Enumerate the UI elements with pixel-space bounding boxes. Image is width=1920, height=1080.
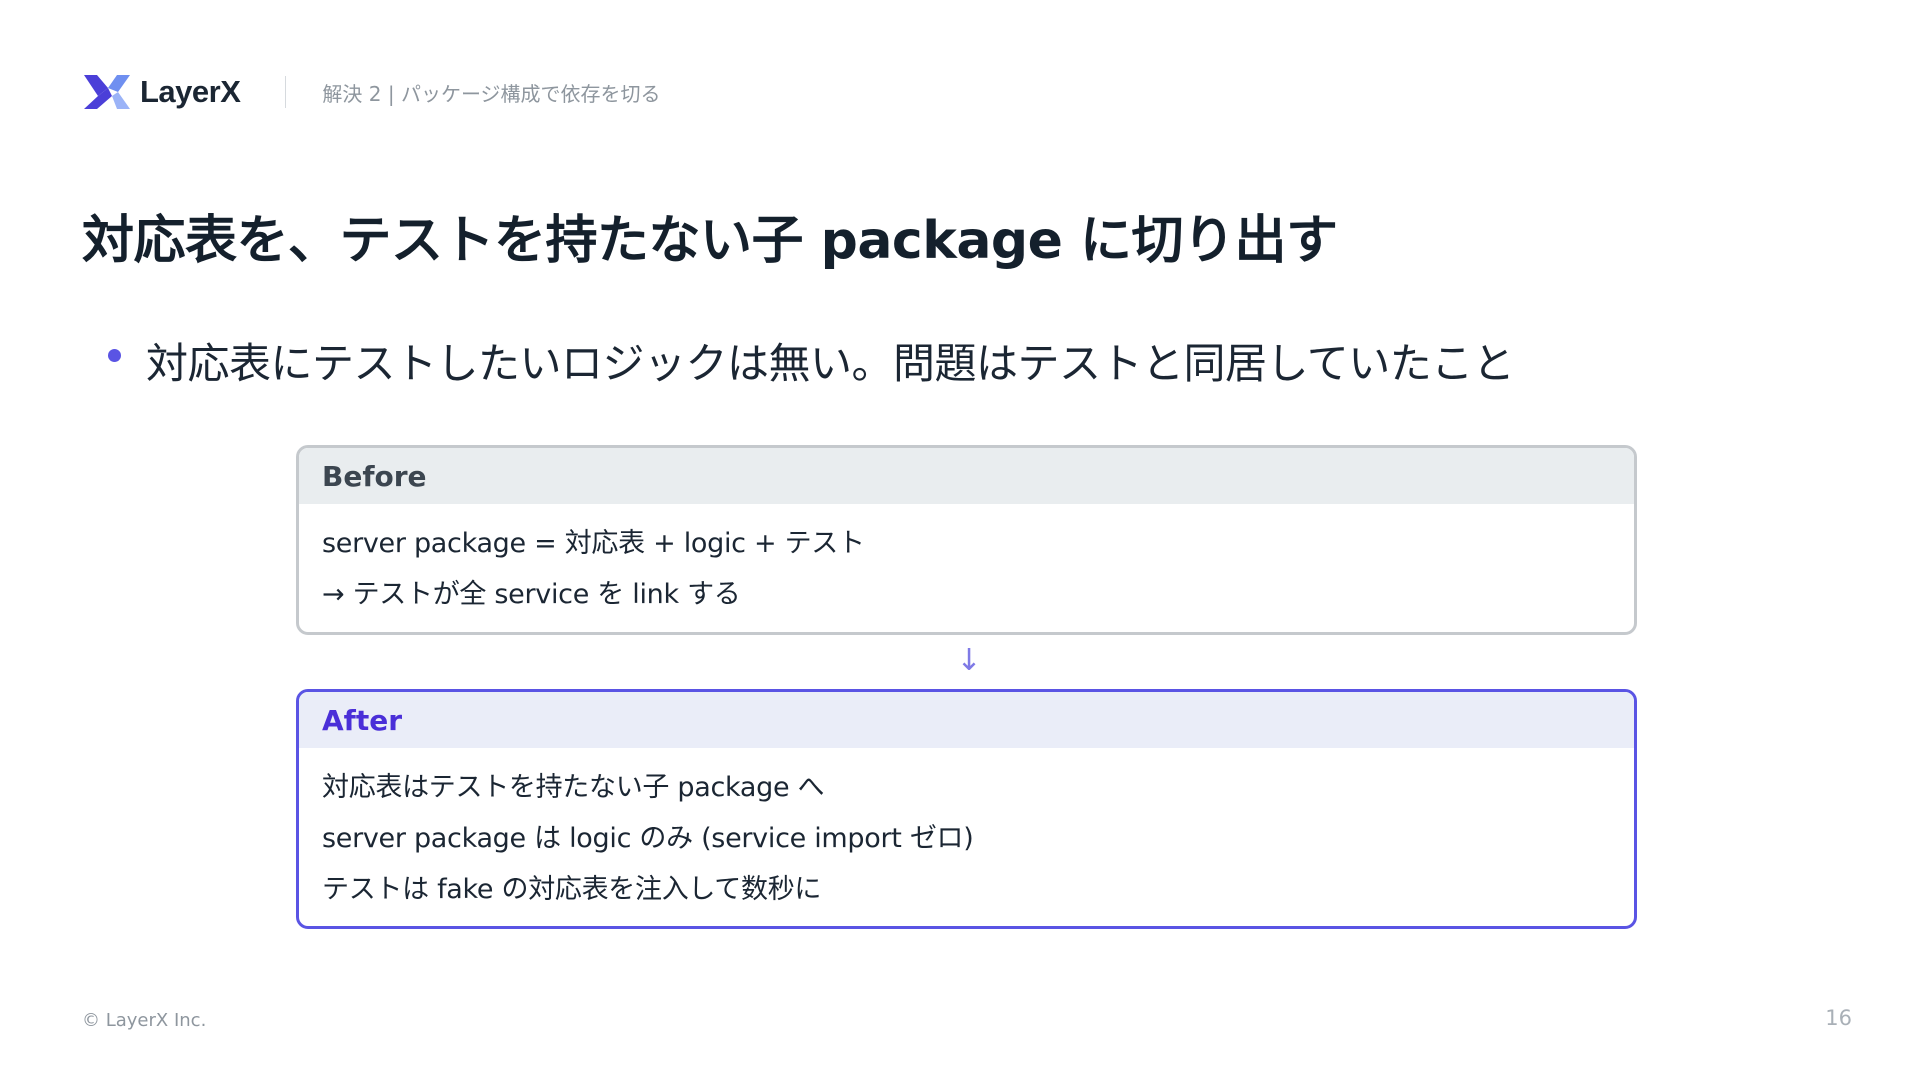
before-line: server package = 対応表 + logic + テスト (322, 528, 865, 559)
before-card-body: server package = 対応表 + logic + テスト → テスト… (299, 504, 1634, 620)
after-line: テストは fake の対応表を注入して数秒に (322, 874, 822, 905)
after-line: server package は logic のみ (service impor… (322, 823, 974, 854)
slide-title: 対応表を、テストを持たない子 package に切り出す (82, 211, 1338, 271)
down-arrow-icon: ↓ (956, 643, 982, 678)
logo-text: LayerX (140, 74, 241, 109)
after-card: After 対応表はテストを持たない子 package へ server pac… (296, 689, 1637, 929)
copyright: © LayerX Inc. (82, 1010, 207, 1031)
page-number: 16 (1825, 1006, 1852, 1030)
before-card-header: Before (299, 448, 1634, 504)
bullet-item: 対応表にテストしたいロジックは無い。問題はテストと同居していたこと (108, 330, 1515, 391)
bullet-text: 対応表にテストしたいロジックは無い。問題はテストと同居していたこと (146, 339, 1515, 388)
header-divider (285, 76, 287, 108)
layerx-logo: LayerX (84, 72, 241, 112)
before-line: → テストが全 service を link する (322, 579, 741, 610)
before-card: Before server package = 対応表 + logic + テス… (296, 445, 1637, 635)
after-line: 対応表はテストを持たない子 package へ (322, 772, 825, 803)
section-label: 解決 2 | パッケージ構成で依存を切る (322, 81, 661, 106)
after-card-body: 対応表はテストを持たない子 package へ server package は… (299, 748, 1634, 915)
bullet-dot (108, 349, 121, 362)
after-card-header: After (299, 692, 1634, 748)
slide-header: LayerX 解決 2 | パッケージ構成で依存を切る (84, 72, 661, 112)
layerx-logo-icon (84, 75, 130, 109)
